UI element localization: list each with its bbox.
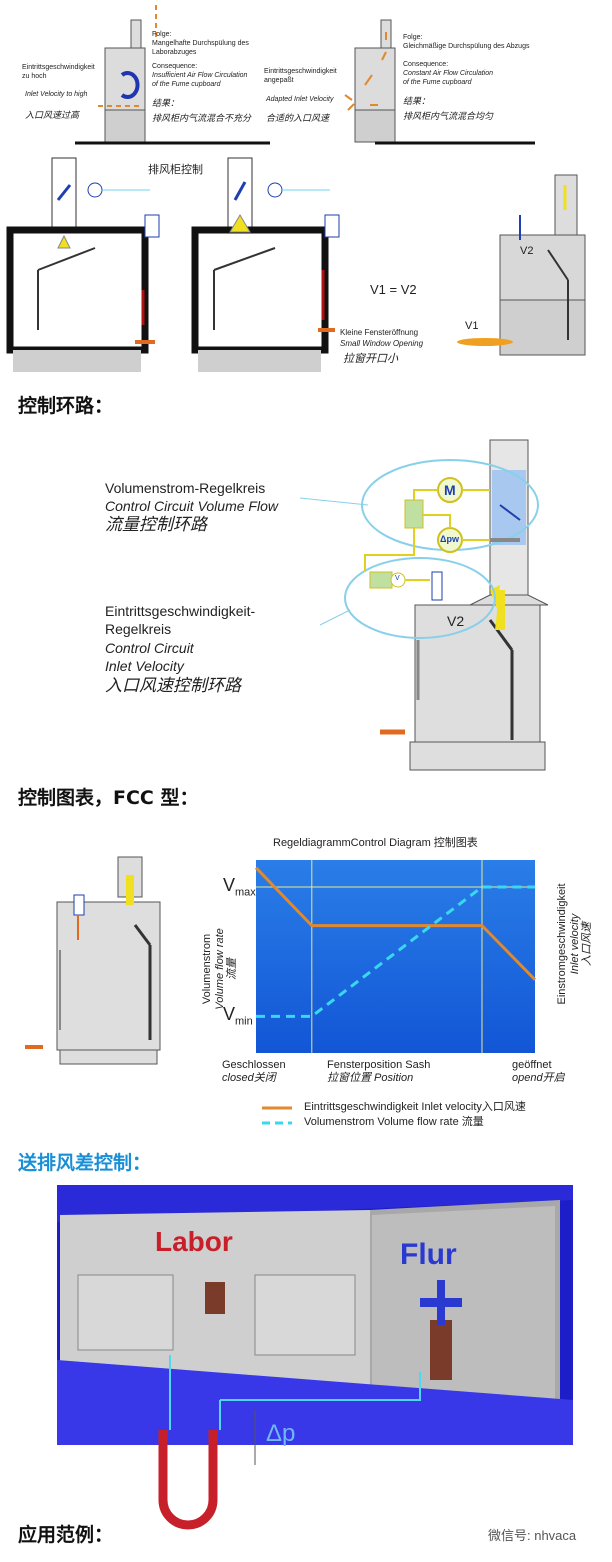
left-inlet-de-1: Eintrittsgeschwindigkeit	[22, 64, 95, 71]
fume-cupboard-left	[75, 5, 270, 145]
right-inlet-en: Adapted Inlet Velocity	[266, 96, 334, 103]
inlet-loop-en-1: Control Circuit	[105, 640, 194, 656]
v-label: V	[395, 575, 400, 582]
heading-pressure-control: 送排风差控制：	[18, 1152, 152, 1174]
cupboard-large-flow	[191, 157, 340, 372]
control-loop-diagram	[299, 439, 549, 771]
volume-loop-en: Control Circuit Volume Flow	[105, 498, 278, 514]
watermark: 微信号: nhvaca	[488, 1528, 577, 1543]
right-folge-1: Folge:	[403, 34, 423, 41]
right-inlet-de-2: angepaßt	[264, 77, 294, 84]
inlet-loop-en-2: Inlet Velocity	[105, 658, 184, 674]
left-folge-2: Mangelhafte Durchspülung des	[152, 40, 249, 47]
inlet-loop-de-1: Eintrittsgeschwindigkeit-	[105, 603, 256, 619]
left-inlet-de-2: zu hoch	[22, 73, 47, 80]
v2-label: V2	[520, 245, 534, 257]
right-inlet-zh: 合适的入口风速	[266, 114, 330, 124]
right-consequence: Consequence:	[403, 61, 449, 68]
chart-title: RegeldiagrammControl Diagram 控制图表	[273, 837, 478, 849]
inlet-loop-zh: 入口风速控制环路	[105, 676, 241, 696]
heading-control-loop: 控制环路：	[18, 395, 114, 417]
right-inlet-de-1: Eintrittsgeschwindigkeit	[264, 68, 337, 75]
motor-label: M	[444, 482, 456, 498]
right-result-zh-1: 结果：	[403, 97, 431, 107]
dp-room-label: Δp	[266, 1420, 296, 1447]
heading-examples: 应用范例：	[18, 1524, 114, 1546]
volume-loop-zh: 流量控制环路	[105, 515, 207, 535]
ytick-vmin: Vmin	[223, 1004, 253, 1028]
window-en: Small Window Opening	[340, 339, 424, 348]
left-result-zh-2: 排风柜内气流混合不充分	[152, 114, 252, 124]
flur-label: Flur	[400, 1238, 457, 1271]
cupboard-small-flow	[6, 157, 160, 372]
left-result-zh-1: 结果：	[152, 99, 180, 109]
airflow-comparison-diagram	[6, 5, 586, 372]
right-result-zh-2: 排风柜内气流混合均匀	[403, 112, 494, 122]
heading-control-chart: 控制图表，FCC 型：	[18, 787, 199, 809]
v1-label: V1	[465, 320, 479, 332]
right-folge-2: Gleichmäßige Durchspülung des Abzugs	[403, 43, 530, 50]
left-inlet-zh: 入口风速过高	[25, 111, 80, 121]
chart-series-line-0	[254, 866, 537, 981]
legend-label-volume: Volumenstrom Volume flow rate 流量	[304, 1116, 484, 1128]
ytick-vmax: Vmax	[223, 875, 256, 899]
left-consequence-en-2: of the Fume cupboard	[152, 81, 221, 88]
control-diagram-chart	[254, 860, 537, 1125]
fcc-cupboard-diagram	[25, 856, 161, 1065]
v2-loop-label: V2	[447, 613, 465, 629]
fume-cupboard-right	[344, 19, 535, 145]
inlet-loop-de-2: Regelkreis	[105, 621, 172, 637]
legend-label-inlet: Eintrittsgeschwindigkeit Inlet velocity入…	[304, 1101, 526, 1113]
chart-plot-area	[256, 860, 535, 1053]
labor-label: Labor	[155, 1226, 233, 1257]
left-folge-1: Folge:	[152, 31, 172, 38]
control-title: 排风柜控制	[148, 164, 203, 176]
left-consequence-en-1: Insufficient Air Flow Circulation	[152, 72, 248, 79]
window-zh: 拉窗开口小	[343, 352, 398, 365]
right-consequence-en-1: Constant Air Flow Circulation	[403, 70, 493, 77]
left-consequence: Consequence:	[152, 63, 198, 70]
volume-loop-de: Volumenstrom-Regelkreis	[105, 480, 266, 496]
right-consequence-en-2: of the Fume cupboard	[403, 79, 472, 86]
dp-label: Δpw	[440, 534, 459, 544]
left-inlet-en: Inlet Velocity to high	[25, 91, 88, 98]
window-de: Kleine Fensteröffnung	[340, 328, 419, 337]
left-folge-3: Laborabzuges	[152, 49, 197, 56]
cupboard-small-window	[457, 174, 586, 356]
equation-label: V1 = V2	[370, 282, 417, 297]
